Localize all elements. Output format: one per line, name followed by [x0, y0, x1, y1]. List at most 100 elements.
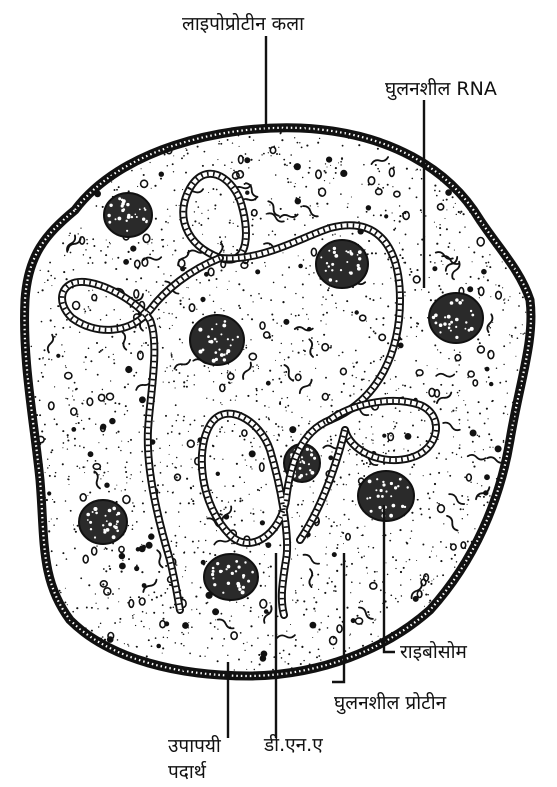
stipple-dot — [265, 266, 266, 267]
stipple-dot — [245, 153, 247, 155]
stipple-dot — [483, 276, 484, 277]
stipple-dot — [366, 462, 368, 464]
stipple-dot — [416, 560, 417, 561]
stipple-dot — [295, 602, 297, 604]
stipple-dot — [512, 401, 514, 403]
granule-dot — [289, 426, 296, 433]
stipple-dot — [457, 392, 459, 394]
stipple-dot — [387, 574, 389, 576]
stipple-dot — [301, 504, 303, 506]
stipple-dot — [489, 140, 491, 142]
stipple-dot — [199, 492, 201, 494]
stipple-dot — [489, 266, 491, 268]
stipple-dot — [189, 653, 191, 655]
stipple-dot — [34, 396, 36, 398]
stipple-dot — [486, 381, 487, 382]
stipple-dot — [143, 426, 144, 427]
stipple-dot — [195, 201, 197, 203]
stipple-dot — [372, 641, 373, 642]
stipple-dot — [519, 472, 520, 473]
stipple-dot — [244, 482, 245, 483]
stipple-dot — [456, 214, 457, 215]
stipple-dot — [67, 604, 68, 605]
stipple-dot — [231, 430, 233, 432]
stipple-dot — [171, 540, 173, 542]
stipple-dot — [197, 547, 199, 549]
stipple-dot — [321, 304, 322, 305]
stipple-dot — [142, 142, 144, 144]
stipple-dot — [428, 508, 430, 510]
stipple-dot — [80, 178, 81, 179]
stipple-dot — [317, 142, 319, 144]
stipple-dot — [212, 445, 214, 447]
stipple-dot — [489, 447, 490, 448]
stipple-dot — [440, 636, 442, 638]
stipple-dot — [179, 338, 181, 340]
stipple-dot — [431, 628, 432, 629]
stipple-dot — [165, 565, 167, 567]
stipple-dot — [306, 145, 308, 147]
granule-ring — [59, 148, 64, 155]
label-reserve-material-line2: पदार्थ — [168, 760, 207, 783]
stipple-dot — [490, 439, 492, 441]
stipple-dot — [527, 267, 528, 268]
stipple-dot — [171, 352, 172, 353]
granule-dot — [261, 651, 268, 658]
stipple-dot — [143, 414, 145, 416]
stipple-dot — [107, 462, 109, 464]
stipple-dot — [110, 166, 111, 167]
granule-dot — [445, 189, 452, 196]
stipple-dot — [58, 141, 60, 143]
stipple-dot — [221, 426, 223, 428]
stipple-dot — [24, 398, 25, 399]
stipple-dot — [498, 210, 500, 212]
stipple-dot — [335, 167, 337, 169]
stipple-dot — [36, 515, 37, 516]
granule-dot — [467, 286, 473, 292]
stipple-dot — [512, 337, 513, 338]
stipple-dot — [486, 541, 487, 542]
stipple-dot — [372, 622, 374, 624]
granule-dot — [485, 367, 490, 372]
stipple-dot — [527, 215, 529, 217]
stipple-dot — [69, 326, 71, 328]
stipple-dot — [474, 601, 476, 603]
stipple-dot — [406, 561, 407, 562]
stipple-dot — [383, 452, 384, 453]
stipple-dot — [325, 299, 326, 300]
stipple-dot — [24, 634, 25, 635]
stipple-dot — [466, 206, 468, 208]
stipple-dot — [503, 654, 505, 656]
stipple-dot — [306, 314, 307, 315]
stipple-dot — [51, 449, 53, 451]
stipple-dot — [492, 530, 494, 532]
stipple-dot — [219, 236, 221, 238]
stipple-dot — [341, 391, 343, 393]
stipple-dot — [328, 672, 330, 674]
stipple-dot — [219, 431, 221, 433]
stipple-dot — [342, 145, 344, 147]
stipple-dot — [259, 663, 261, 665]
stipple-dot — [294, 137, 295, 138]
stipple-dot — [366, 321, 367, 322]
stipple-dot — [371, 439, 372, 440]
stipple-dot — [391, 632, 393, 634]
stipple-dot — [357, 216, 359, 218]
stipple-dot — [61, 658, 62, 659]
stipple-dot — [356, 362, 358, 364]
stipple-dot — [420, 169, 421, 170]
stipple-dot — [224, 432, 225, 433]
granule-ring — [512, 582, 517, 589]
stipple-dot — [100, 478, 101, 479]
stipple-dot — [380, 214, 382, 216]
stipple-dot — [279, 153, 281, 155]
stipple-dot — [225, 236, 226, 237]
stipple-dot — [524, 397, 526, 399]
stipple-dot — [413, 464, 415, 466]
label-soluble-protein: घुलनशील प्रोटीन — [334, 691, 447, 715]
stipple-dot — [356, 615, 358, 617]
stipple-dot — [244, 439, 246, 441]
stipple-dot — [326, 324, 327, 325]
granule-dot — [146, 542, 153, 549]
